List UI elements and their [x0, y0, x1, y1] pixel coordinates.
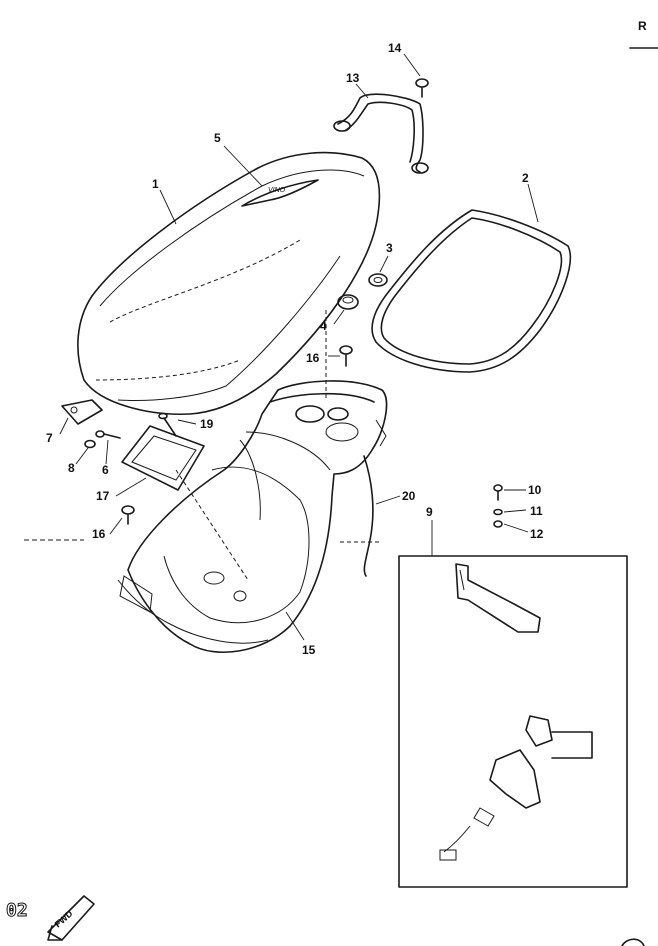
- page-number-fragment: [621, 938, 645, 946]
- callout-20: 20: [402, 489, 416, 503]
- callout-16-upper: 16: [306, 351, 320, 365]
- grab-bar-bolt: [415, 78, 429, 98]
- bolt-16-upper: [339, 345, 353, 367]
- fwd-arrow-icon: FWD: [47, 895, 95, 941]
- callout-17: 17: [96, 489, 110, 503]
- callout-3: 3: [386, 241, 393, 255]
- bolt-6: [95, 430, 121, 439]
- corner-letter: R: [638, 19, 647, 33]
- callout-4: 4: [320, 319, 327, 333]
- nut-8: [84, 439, 96, 449]
- washer-11: [493, 508, 503, 516]
- callout-12: 12: [530, 527, 544, 541]
- grab-bar: [333, 93, 429, 174]
- lock-set-inset: [398, 555, 628, 888]
- damper-4: [337, 294, 359, 310]
- bracket-7: [61, 399, 103, 425]
- seat-assembly: VINO: [77, 151, 381, 415]
- callout-5: 5: [214, 131, 221, 145]
- bolt-16-lower: [121, 505, 135, 525]
- callout-14: 14: [388, 41, 402, 55]
- nut-12: [493, 520, 503, 528]
- seat-seal: [371, 209, 572, 373]
- leader-lines: [24, 53, 539, 641]
- footer-code: 02: [6, 900, 28, 921]
- callout-13: 13: [346, 71, 360, 85]
- storage-box: [117, 310, 388, 654]
- callout-8: 8: [68, 461, 75, 475]
- storage-lid: [121, 425, 205, 491]
- callout-numbers: 1 2 3 4 5 6 7 8 9 10 11 12 13 14 15 16 1…: [46, 41, 544, 657]
- callout-15: 15: [302, 643, 316, 657]
- callout-6: 6: [102, 463, 109, 477]
- callout-2: 2: [522, 171, 529, 185]
- damper-3: [368, 273, 388, 287]
- footer-mark: 02 FWD: [6, 895, 95, 941]
- callout-11: 11: [530, 504, 543, 518]
- callout-7: 7: [46, 431, 53, 445]
- fwd-label: FWD: [53, 908, 75, 929]
- bolt-10: [493, 484, 503, 501]
- seat-decal: VINO: [241, 179, 319, 207]
- screw-19: [158, 412, 177, 437]
- callout-16-lower: 16: [92, 527, 106, 541]
- decal-text: VINO: [268, 187, 286, 194]
- callout-9: 9: [426, 505, 433, 519]
- callout-19: 19: [200, 417, 214, 431]
- drain-hose: [363, 455, 374, 577]
- callout-10: 10: [528, 483, 542, 497]
- callout-1: 1: [152, 177, 159, 191]
